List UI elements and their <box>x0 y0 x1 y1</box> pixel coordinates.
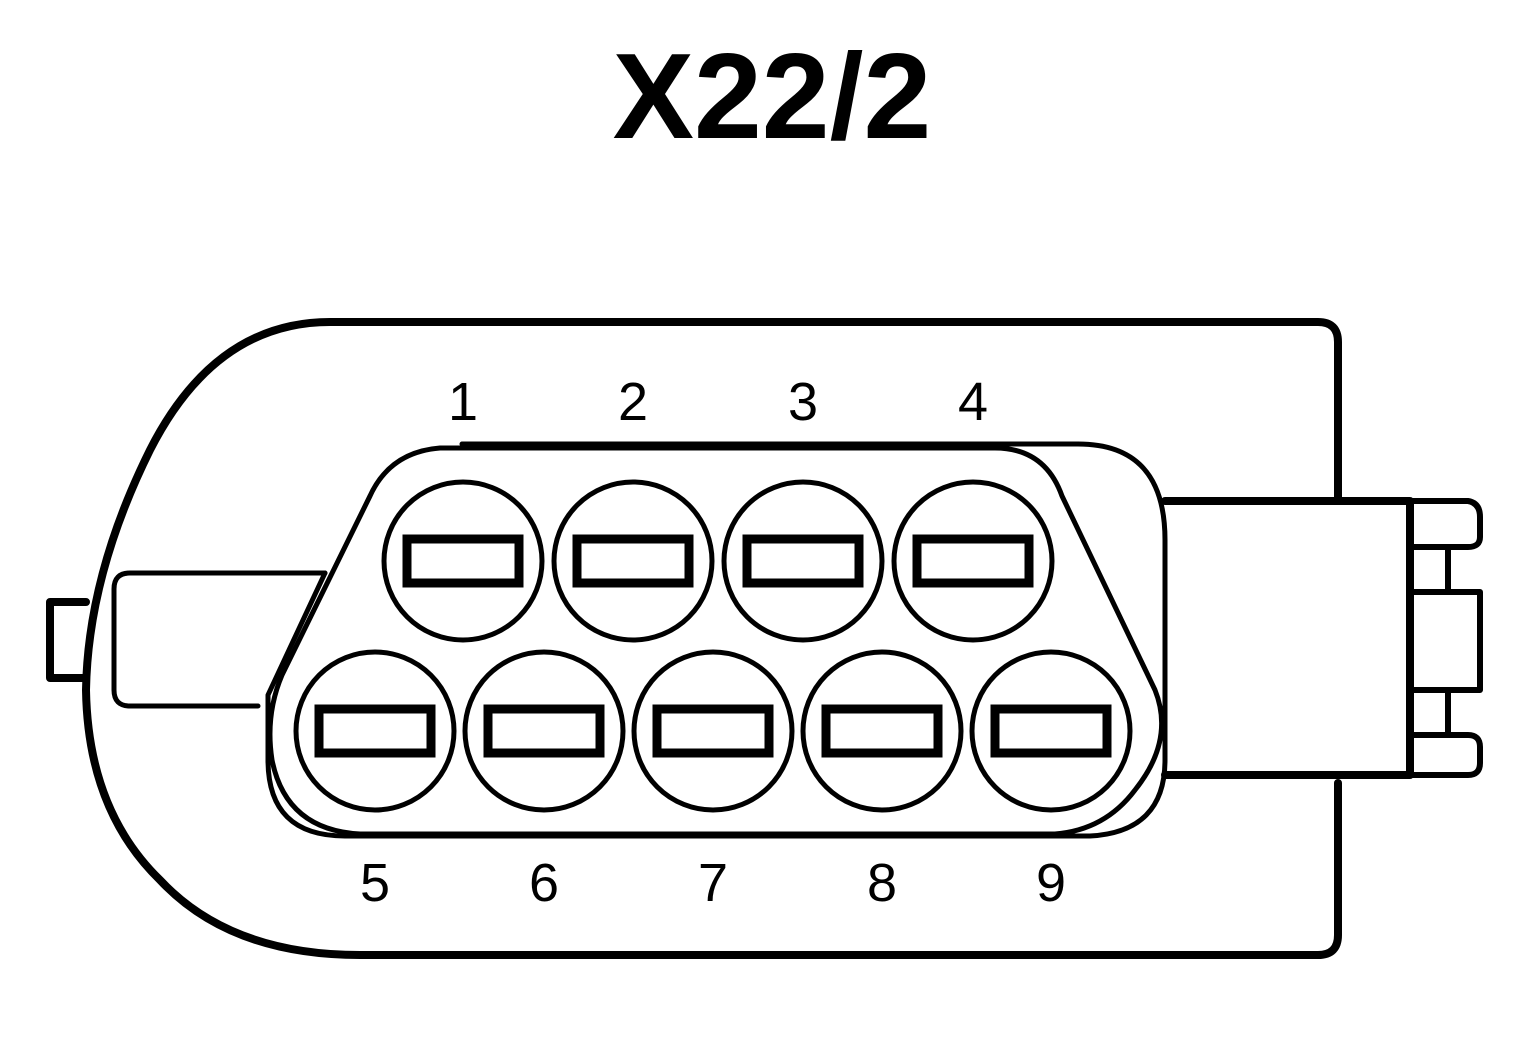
pin-label-9: 9 <box>1036 853 1066 913</box>
right-lock-block <box>1161 497 1483 779</box>
pin-circle <box>891 479 1055 643</box>
pin-cavity-7 <box>631 649 795 813</box>
pin-cavity-9 <box>969 649 1133 813</box>
pin-label-2: 2 <box>618 372 648 432</box>
left-key-recess <box>111 570 328 709</box>
pin-circle <box>293 649 457 813</box>
pin-circle <box>551 479 715 643</box>
pin-field-shroud <box>265 441 1168 839</box>
pin-terminal-slot <box>990 704 1112 758</box>
pin-terminal-slot <box>483 704 605 758</box>
pin-circle <box>969 649 1133 813</box>
pin-cavity-3 <box>721 479 885 643</box>
pin-cavity-8 <box>800 649 964 813</box>
pin-label-6: 6 <box>529 853 559 913</box>
pin-label-4: 4 <box>958 372 988 432</box>
pin-cavity-2 <box>551 479 715 643</box>
pin-circle <box>631 649 795 813</box>
pin-terminal-slot <box>572 534 694 588</box>
pin-cavity-6 <box>462 649 626 813</box>
pin-terminal-slot <box>402 534 524 588</box>
pin-terminal-slot <box>821 704 943 758</box>
pin-terminal-slot <box>652 704 774 758</box>
pin-cavity-5 <box>293 649 457 813</box>
pin-label-3: 3 <box>788 372 818 432</box>
pin-label-5: 5 <box>360 853 390 913</box>
pins-layer <box>293 479 1133 813</box>
pin-cavity-4 <box>891 479 1055 643</box>
connector-title: X22/2 <box>613 28 932 164</box>
pin-labels-layer: 1 2 3 4 5 6 7 8 9 <box>360 372 1066 913</box>
pin-circle <box>462 649 626 813</box>
pin-terminal-slot <box>314 704 436 758</box>
pin-label-1: 1 <box>448 372 478 432</box>
left-latch-tab <box>46 598 90 682</box>
pin-terminal-slot <box>912 534 1034 588</box>
pin-cavity-1 <box>381 479 545 643</box>
pin-circle <box>800 649 964 813</box>
connector-housing <box>82 318 1342 959</box>
pin-label-8: 8 <box>867 853 897 913</box>
pin-label-7: 7 <box>698 853 728 913</box>
pin-terminal-slot <box>742 534 864 588</box>
pin-circle <box>381 479 545 643</box>
pin-circle <box>721 479 885 643</box>
pin-field-face <box>267 445 1165 837</box>
